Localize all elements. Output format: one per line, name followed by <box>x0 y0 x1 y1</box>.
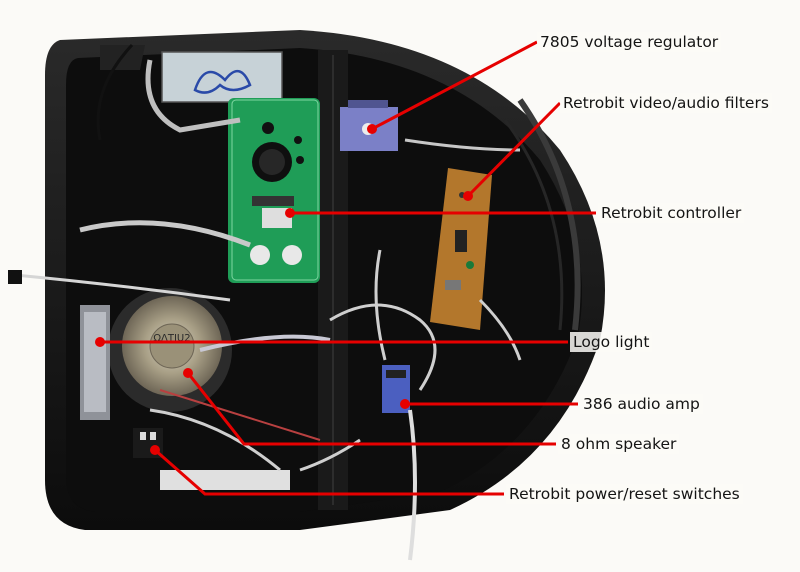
speaker: ΩΛTIU2 <box>108 288 232 412</box>
annotation-dots <box>95 124 473 455</box>
speaker-marking: ΩΛTIU2 <box>153 333 190 344</box>
leader-regulator <box>371 40 538 131</box>
label-logo-light: Logo light <box>570 332 653 352</box>
filters-pcb <box>430 168 492 330</box>
label-video-audio-filters: Retrobit video/audio filters <box>560 93 772 113</box>
logo-light <box>80 305 110 420</box>
annotation-lines <box>100 40 596 496</box>
leader-switches <box>154 448 504 496</box>
wires <box>8 43 522 561</box>
label-power-reset-switches: Retrobit power/reset switches <box>506 484 743 504</box>
label-voltage-regulator: 7805 voltage regulator <box>537 32 722 52</box>
leader-filters <box>466 101 562 198</box>
audio-amp <box>382 365 410 413</box>
label-controller: Retrobit controller <box>598 203 745 223</box>
leader-speaker <box>186 372 556 446</box>
controller-pcb <box>228 98 320 283</box>
label-audio-amp: 386 audio amp <box>580 394 703 414</box>
logo-window <box>161 51 283 103</box>
enclosure <box>45 30 605 530</box>
label-speaker: 8 ohm speaker <box>558 434 680 454</box>
